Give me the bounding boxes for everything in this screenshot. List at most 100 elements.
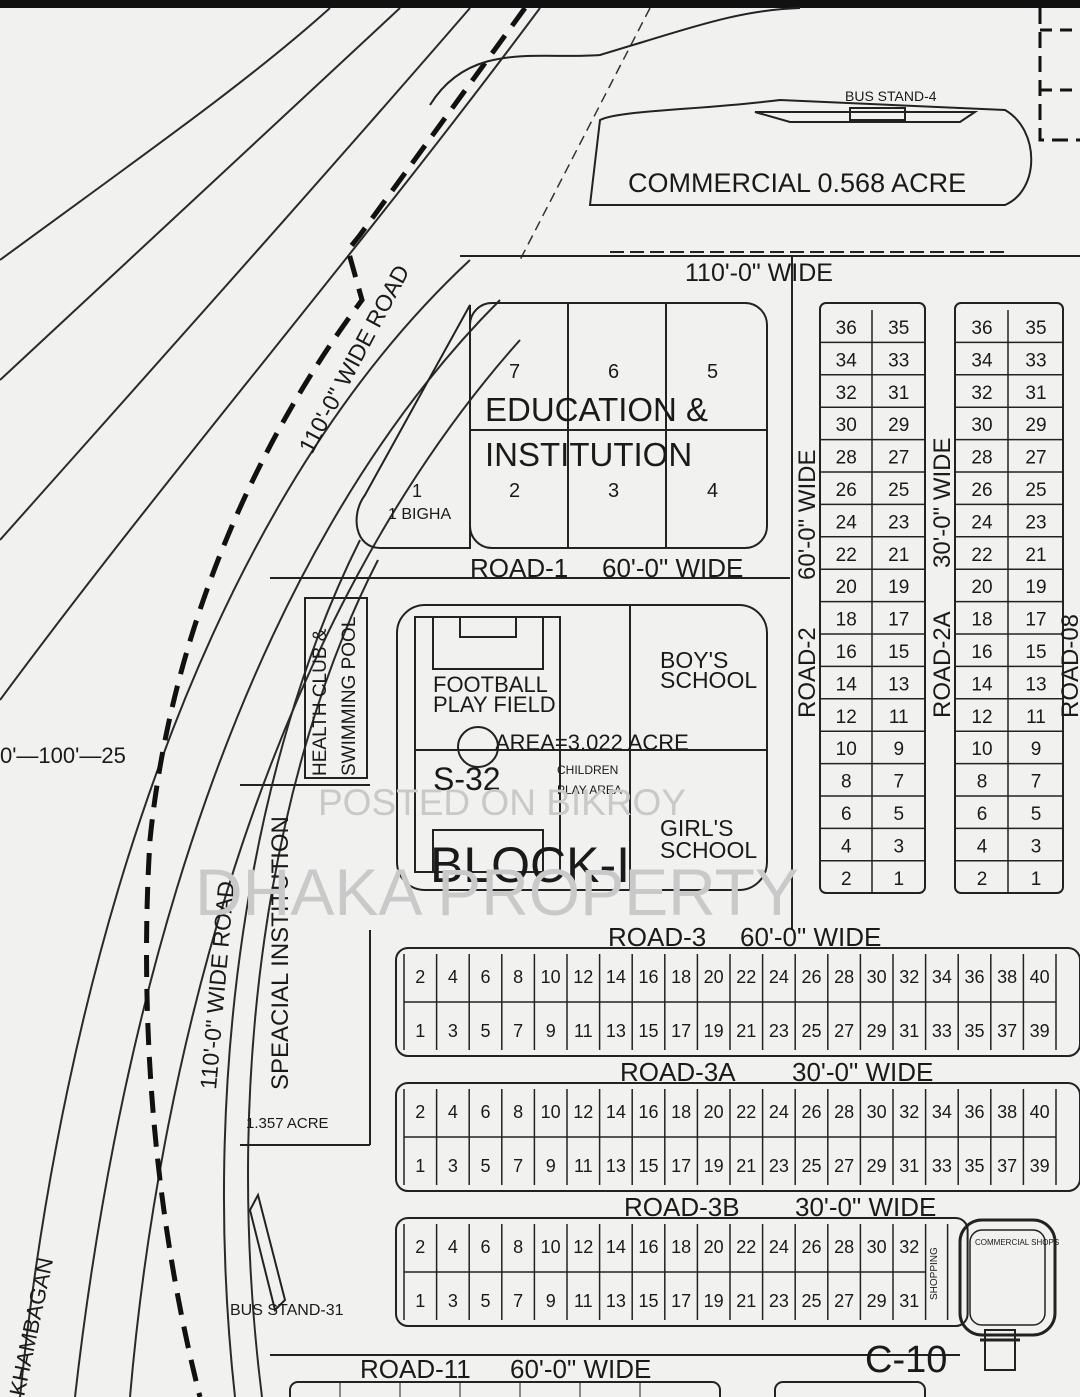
road-1-width-label: 60'-0" WIDE (602, 553, 743, 583)
plot-number: 40 (1030, 967, 1050, 987)
plot-number: 11 (574, 1291, 593, 1311)
plot-number: 35 (964, 1156, 984, 1176)
road-3a-label: ROAD-3A (620, 1057, 736, 1087)
plot-number: 38 (997, 1102, 1017, 1122)
plot-number: 21 (888, 545, 909, 566)
plot-number: 33 (932, 1021, 952, 1041)
plot-number: 27 (834, 1156, 854, 1176)
health-club-parcel (304, 597, 368, 779)
plot-number: 21 (736, 1021, 756, 1041)
plot-number: 36 (836, 318, 857, 339)
plot-number: 4 (448, 1102, 458, 1122)
girls-school-label-2: SCHOOL (660, 837, 757, 863)
block-label: BLOCK-I (430, 837, 630, 893)
plot-number: 18 (836, 610, 857, 631)
plot-number: 30 (971, 415, 992, 436)
plot-number: 3 (893, 836, 904, 857)
plot-number: 6 (977, 804, 988, 825)
edu-plot-bottom-2: 3 (608, 480, 619, 502)
plot-number: 11 (574, 1156, 593, 1176)
plot-number: 21 (736, 1291, 756, 1311)
plot-number: 24 (971, 512, 993, 533)
road-11-label: ROAD-11 (360, 1354, 471, 1384)
plot-number: 7 (893, 772, 904, 793)
plot-number: 18 (671, 1237, 691, 1257)
plot-number: 6 (841, 804, 852, 825)
special-institution-label: SPEACIAL INSTITUTION (267, 816, 294, 1090)
road-3a-width-label: 30'-0" WIDE (792, 1057, 933, 1087)
plot-number: 1 (893, 869, 904, 890)
boundary-dashed (144, 6, 528, 1397)
plot-number: 7 (1031, 772, 1042, 793)
plot-number: 12 (836, 707, 857, 728)
plot-number: 25 (801, 1021, 821, 1041)
commercial-shops-parcel (958, 1218, 1057, 1337)
health-club-label-2: SWIMMING POOL (339, 617, 360, 776)
bus-stand-4-label: BUS STAND-4 (845, 88, 937, 104)
plot-number: 20 (704, 967, 724, 987)
plot-number: 16 (638, 1102, 658, 1122)
plot-number: 14 (606, 967, 626, 987)
plot-number: 21 (736, 1156, 756, 1176)
plot-number: 34 (971, 350, 993, 371)
plot-number: 8 (841, 772, 852, 793)
edu-plot-corner: 1 (412, 481, 422, 501)
plot-number: 12 (573, 1237, 593, 1257)
plot-number: 29 (867, 1291, 887, 1311)
plot-number: 1 (415, 1156, 425, 1176)
plot-number: 30 (867, 1237, 887, 1257)
plot-number: 31 (888, 383, 909, 404)
plot-number: 26 (801, 967, 821, 987)
plot-number: 26 (801, 1102, 821, 1122)
plot-number: 32 (971, 383, 992, 404)
commercial-parcel (588, 98, 1033, 206)
bus-stand-4-shape (754, 111, 979, 123)
plot-number: 3 (448, 1291, 458, 1311)
plot-number: 27 (1025, 448, 1046, 469)
plot-number: 31 (899, 1021, 919, 1041)
plot-number: 19 (1025, 577, 1046, 598)
plot-number: 35 (1025, 318, 1046, 339)
boys-school-label-1: BOY'S (660, 647, 728, 673)
dimension-label: 0'—100'—25 (0, 743, 126, 768)
plot-number: 5 (480, 1156, 490, 1176)
plot-number: 12 (971, 707, 992, 728)
plot-number: 2 (977, 869, 988, 890)
plot-number: 10 (836, 739, 857, 760)
plot-number: 32 (899, 1237, 919, 1257)
area-label: AREA=3.022 ACRE (495, 730, 689, 755)
education-label-1: EDUCATION & (485, 391, 708, 428)
plot-number: 22 (736, 1102, 756, 1122)
plot-number: 31 (1025, 383, 1046, 404)
plot-number: 31 (899, 1291, 919, 1311)
plot-number: 31 (899, 1156, 919, 1176)
plot-number: 36 (971, 318, 992, 339)
plot-number: 18 (971, 610, 992, 631)
edu-plot-top-3: 5 (707, 361, 718, 383)
plot-number: 23 (769, 1021, 789, 1041)
plot-number: 28 (834, 1237, 854, 1257)
plot-number: 23 (769, 1156, 789, 1176)
plot-number: 30 (836, 415, 857, 436)
plot-number: 3 (448, 1156, 458, 1176)
plot-number: 15 (638, 1156, 658, 1176)
plot-number: 17 (671, 1156, 691, 1176)
road-3b-width-label: 30'-0" WIDE (795, 1192, 936, 1222)
plot-number: 29 (888, 415, 909, 436)
plot-number: 11 (574, 1021, 593, 1041)
plot-number: 18 (671, 1102, 691, 1122)
plot-number: 9 (893, 739, 904, 760)
plot-number: 19 (704, 1156, 724, 1176)
plot-number: 5 (1031, 804, 1042, 825)
plot-number: 14 (606, 1102, 626, 1122)
plot-number: 19 (888, 577, 909, 598)
plot-number: 33 (1025, 350, 1046, 371)
plot-number: 34 (932, 967, 952, 987)
plot-number: 25 (801, 1156, 821, 1176)
s32-label: S-32 (433, 761, 501, 797)
children-label-1: CHILDREN (557, 763, 618, 777)
plot-number: 10 (971, 739, 992, 760)
watermark-dhaka: DHAKA PROPERTY (195, 855, 799, 929)
